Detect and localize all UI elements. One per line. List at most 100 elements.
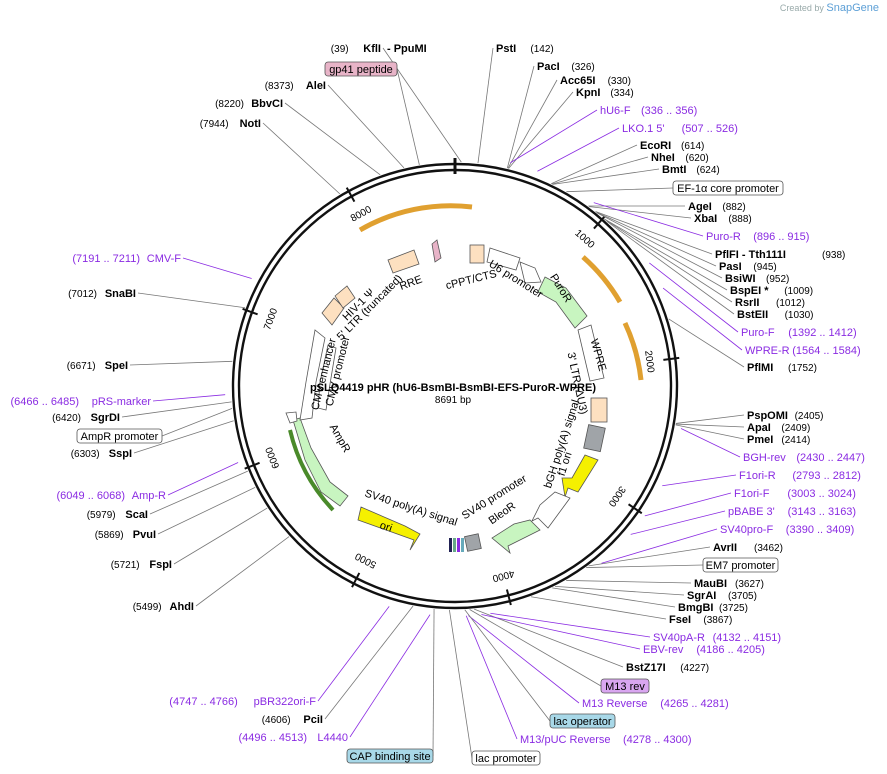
site-leader <box>597 212 723 279</box>
leader-lines <box>121 47 745 759</box>
primer-range: (4132 .. 4151) <box>713 632 782 644</box>
restriction-site: SgrAI(3705) <box>687 590 757 602</box>
site-leader <box>552 168 660 185</box>
primer-label: pBR322ori-F(4747 .. 4766) <box>169 696 316 708</box>
site-leader <box>675 414 745 424</box>
feature-label: cPPT/CTS <box>445 268 498 292</box>
tick-mark <box>505 589 512 606</box>
primer-label: SV40pA-R (4132 .. 4151) <box>653 632 781 644</box>
site-position: (614) <box>681 141 704 152</box>
site-name: AvrII <box>713 542 737 554</box>
site-leader <box>552 587 676 608</box>
boxed-label-bg <box>76 428 163 444</box>
site-name: PacI <box>537 61 560 73</box>
primer-label: F1ori-F (3003 .. 3024) <box>734 488 856 500</box>
boxed-label-bg <box>324 61 398 77</box>
primer-leader <box>662 474 737 487</box>
boxed-label-text: CAP binding site <box>349 751 430 763</box>
f1-ori-arrow <box>561 454 599 498</box>
site-name: FseI <box>669 614 691 626</box>
primer-label: Amp-R(6049 .. 6068) <box>57 490 167 502</box>
primer-name: F1ori-F <box>734 488 770 500</box>
tick-label: 7000 <box>262 307 280 332</box>
site-name: BbvCI <box>251 98 283 110</box>
site-name: NotI <box>240 118 261 130</box>
restriction-site: BstZ17I(4227) <box>626 662 709 674</box>
tick-label: 1000 <box>572 228 596 251</box>
site-leader <box>588 546 711 567</box>
primer-leader <box>593 202 704 237</box>
restriction-site: EcoRI(614) <box>640 140 704 152</box>
gp41-box <box>431 239 442 263</box>
site-position: (1752) <box>788 363 817 374</box>
site-name: PstI <box>496 43 516 55</box>
cmv-enhancer-arrow <box>299 329 326 421</box>
primer-label: BGH-rev(2430 .. 2447) <box>743 452 865 464</box>
site-position: (2409) <box>781 423 810 434</box>
restriction-site: Acc65I(330) <box>560 75 631 87</box>
sv40-promoter-arrow <box>531 491 571 529</box>
restriction-site: KpnI(334) <box>576 87 634 99</box>
restriction-site: AhdI(5499) <box>133 601 194 613</box>
restriction-site: BstEII (1030) <box>737 309 814 321</box>
site-position: (620) <box>685 153 708 164</box>
site-name: AleI <box>306 80 326 92</box>
site-name: KpnI <box>576 87 600 99</box>
site-leader <box>474 608 624 668</box>
site-leader <box>675 424 745 440</box>
lac-marker-3 <box>457 538 460 552</box>
site-position: (888) <box>728 214 751 225</box>
tick-mark <box>244 461 260 470</box>
features <box>285 203 644 555</box>
site-position: (39) <box>331 44 349 55</box>
boxed-label-text: lac operator <box>553 716 611 728</box>
primer-label: SV40pro-F(3390 .. 3409) <box>720 524 854 536</box>
site-leader <box>195 536 290 607</box>
primer-label: hU6-F(336 .. 356) <box>600 105 697 117</box>
site-position: (2405) <box>795 411 824 422</box>
restriction-site: AgeI(882) <box>688 201 746 213</box>
boxed-feature-label: gp41 peptide <box>324 61 398 77</box>
site-leader <box>121 401 232 418</box>
site-position: (5979) <box>87 510 116 521</box>
site-position: (142) <box>530 44 553 55</box>
primer-name: pRS-marker <box>92 396 152 408</box>
site-position: (952) <box>766 274 789 285</box>
boxed-label-bg <box>702 557 779 573</box>
restriction-site: PvuI(5869) <box>95 529 156 541</box>
restriction-site: SgrDI(6420) <box>52 412 120 424</box>
box-leader <box>566 187 674 193</box>
site-position: (1012) <box>776 298 805 309</box>
site-position: (7944) <box>200 119 229 130</box>
primer-leader <box>662 287 743 351</box>
site-leader <box>149 470 248 515</box>
primer-name: SV40pA-R <box>653 632 705 644</box>
lac-marker-1 <box>449 538 452 552</box>
primer-range: (3003 .. 3024) <box>787 488 856 500</box>
primer-leader <box>468 615 580 704</box>
bleor-arrow <box>491 519 541 555</box>
restriction-site: KflI(39)- PpuMI <box>331 43 427 55</box>
site-name: BstZ17I <box>626 662 666 674</box>
site-position: (3705) <box>728 591 757 602</box>
restriction-site: BmtI(624) <box>662 164 720 176</box>
boxed-label-text: EM7 promoter <box>706 560 776 572</box>
arc-feature-wpre <box>622 321 644 381</box>
site-name: BstEII <box>737 309 768 321</box>
site-leader <box>668 318 745 368</box>
site-name: Acc65I <box>560 75 595 87</box>
boxed-feature-label: M13 rev <box>600 678 650 694</box>
site-name: AgeI <box>688 201 712 213</box>
boxed-feature-label: lac promoter <box>471 750 541 766</box>
restriction-site: PacI(326) <box>537 61 595 73</box>
site-name: AhdI <box>170 601 194 613</box>
site-position: (1030) <box>785 310 814 321</box>
site-name: XbaI <box>694 213 717 225</box>
site-extra: - PpuMI <box>387 43 427 55</box>
site-leader <box>129 360 233 366</box>
arc-feature-top <box>358 203 473 233</box>
tick-mark <box>351 572 361 588</box>
primer-range: (896 .. 915) <box>753 231 809 243</box>
site-leader <box>555 586 685 596</box>
tick-mark <box>345 187 356 203</box>
